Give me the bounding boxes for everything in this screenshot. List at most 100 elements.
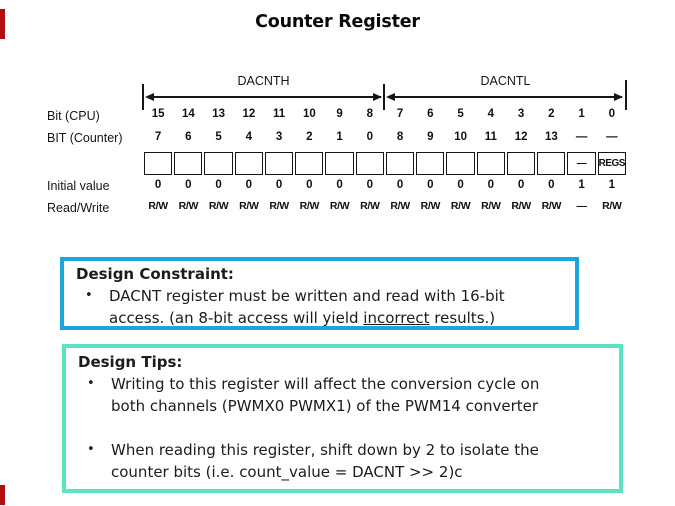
read-write-value: R/W [329, 200, 350, 212]
register-cell [506, 152, 536, 175]
constraint-line-2-post: results.) [429, 309, 496, 327]
design-tips-heading: Design Tips: [78, 353, 183, 371]
constraint-line-2-pre: access. (an 8-bit access will yield [109, 309, 364, 327]
initial-value: 0 [154, 179, 162, 191]
register-cell [295, 152, 324, 175]
bit-cpu-value: 2 [548, 108, 555, 120]
register-cell-row: —REGS [143, 152, 627, 175]
tip-2-line-2: counter bits (i.e. count_value = DACNT >… [111, 463, 463, 481]
register-cell [537, 152, 566, 175]
bullet-icon: • [87, 442, 95, 457]
row-label-bit-cpu: Bit (CPU) [47, 109, 100, 123]
initial-value: 1 [608, 179, 616, 191]
bit-cpu-value: 11 [273, 108, 286, 120]
tip-1-line-1: Writing to this register will affect the… [111, 375, 540, 393]
row-label-bit-counter: BIT (Counter) [47, 131, 123, 145]
read-write-value: R/W [208, 200, 229, 212]
bit-counter-value: 11 [484, 131, 497, 143]
bit-counter-value: 6 [185, 131, 192, 143]
constraint-text: DACNT register must be written and read … [109, 285, 567, 329]
register-cell [325, 152, 354, 175]
register-cell [355, 152, 384, 175]
tip-1-line-2: both channels (PWMX0 PWMX1) of the PWM14… [111, 397, 539, 415]
bit-cpu-value: 5 [457, 108, 464, 120]
red-accent-bottom [0, 485, 5, 505]
constraint-line-1: DACNT register must be written and read … [109, 287, 505, 305]
register-cell [264, 152, 294, 175]
read-write-value: R/W [390, 200, 410, 212]
bit-counter-value: 7 [154, 131, 162, 143]
initial-value: 0 [548, 179, 555, 191]
bit-cpu-value: 15 [151, 108, 165, 120]
design-constraint-heading: Design Constraint: [76, 265, 234, 283]
bit-cpu-value: 8 [366, 108, 374, 120]
dacntl-span-arrow [388, 96, 622, 98]
design-constraint-box: Design Constraint: • DACNT register must… [60, 257, 579, 330]
read-write-value: R/W [178, 200, 199, 212]
bit-cpu-value: 6 [427, 108, 434, 120]
read-write-value: R/W [541, 200, 562, 212]
bit-counter-value: 4 [245, 131, 253, 143]
bit-cpu-value: 13 [212, 108, 226, 120]
design-tips-box: Design Tips: • Writing to this register … [62, 344, 623, 493]
arrowhead-left-icon [386, 92, 395, 101]
initial-value: 0 [457, 179, 464, 191]
register-cell [144, 152, 173, 175]
tip-2-line-1: When reading this register, shift down b… [111, 441, 539, 459]
initial-value: 0 [336, 179, 343, 191]
register-cell: REGS [597, 152, 626, 175]
initial-value: 1 [578, 179, 585, 191]
bit-cpu-value: 14 [181, 108, 195, 120]
initial-value: 0 [427, 179, 434, 191]
bit-counter-value: 10 [454, 131, 468, 143]
bit-counter-value: 12 [514, 131, 528, 143]
bit-counter-value: 13 [544, 131, 558, 143]
dacnth-span-arrow [147, 96, 381, 98]
bit-counter-value: 8 [396, 131, 404, 143]
register-cell [204, 152, 233, 175]
initial-value: 0 [517, 179, 525, 191]
bit-counter-value: 1 [336, 131, 343, 143]
constraint-line-2: access. (an 8-bit access will yield inco… [109, 307, 567, 329]
register-cell [385, 152, 415, 175]
tip-2-text: When reading this register, shift down b… [111, 439, 611, 483]
initial-value: 0 [306, 179, 313, 191]
read-write-value: R/W [481, 200, 501, 212]
read-write-value: R/W [511, 200, 531, 212]
row-label-read-write: Read/Write [47, 201, 110, 215]
register-cell [174, 152, 203, 175]
initial-value: 0 [275, 179, 283, 191]
register-cell [234, 152, 263, 175]
initial-value: 0 [215, 179, 222, 191]
bit-counter-value: 9 [427, 131, 434, 143]
bit-cpu-value: 12 [242, 108, 256, 120]
dacntl-label: DACNTL [480, 74, 531, 88]
initial-value: 0 [366, 179, 374, 191]
bit-counter-value: 5 [215, 131, 222, 143]
arrowhead-right-icon [614, 92, 623, 101]
red-accent-top [0, 9, 5, 39]
register-cell [446, 152, 475, 175]
tip-1-text: Writing to this register will affect the… [111, 373, 611, 417]
bit-cpu-value: 7 [396, 108, 404, 120]
register-cell [476, 152, 505, 175]
constraint-bullet-item: • DACNT register must be written and rea… [76, 285, 567, 329]
arrowhead-right-icon [373, 92, 382, 101]
read-write-value: R/W [148, 200, 168, 212]
read-write-value: R/W [420, 200, 441, 212]
bit-cpu-value: 0 [608, 108, 616, 120]
bit-counter-value: — [606, 131, 618, 143]
bullet-icon: • [85, 288, 93, 303]
read-write-value: R/W [299, 200, 320, 212]
row-label-initial-value: Initial value [47, 179, 110, 193]
dacnth-label: DACNTH [237, 74, 290, 88]
bit-cpu-value: 10 [302, 108, 316, 120]
bit-cpu-value: 9 [336, 108, 343, 120]
page-title: Counter Register [255, 12, 420, 32]
tip-2-item: • When reading this register, shift down… [78, 439, 611, 483]
bit-cpu-value: 1 [578, 108, 585, 120]
